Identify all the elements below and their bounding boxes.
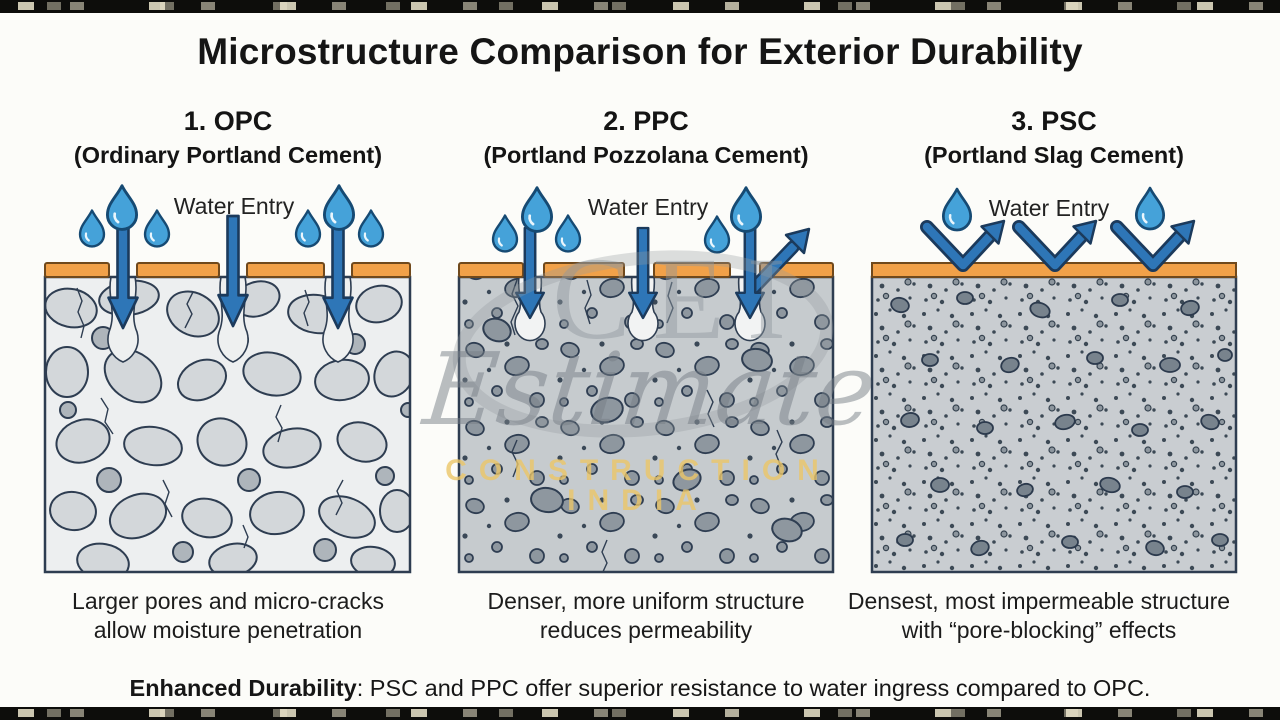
water-entry-label-ppc: Water Entry [587,194,709,220]
surface-layer [44,262,411,278]
water-drop-icon [520,186,554,233]
panel-subtitle: (Portland Pozzolana Cement) [483,141,809,168]
page-title: Microstructure Comparison for Exterior D… [197,31,1083,72]
water-drop-icon [322,184,356,231]
water-drop-icon [357,209,385,248]
panel-header-opc: 1. OPC (Ordinary Portland Cement) [18,105,438,170]
ppc-illustration [457,186,835,574]
water-entry-label-psc: Water Entry [988,195,1110,221]
water-drop-icon [294,209,322,248]
footer-note: Enhanced Durability: PSC and PPC offer s… [0,675,1280,702]
material-texture [459,277,833,572]
water-drop-icon [729,186,763,233]
water-drop-icon [941,187,973,232]
decorative-border-bottom [0,707,1280,720]
caption-line: Larger pores and micro-cracks [72,588,384,614]
water-drop-icon [1134,186,1166,231]
footer-text: : PSC and PPC offer superior resistance … [356,675,1151,701]
material-texture [872,277,1236,572]
water-drop-icon [105,184,139,231]
caption-psc: Densest, most impermeable structure with… [824,587,1254,645]
water-drop-icon [78,209,106,248]
water-drop-icon [143,209,171,248]
caption-line: Denser, more uniform structure [487,588,805,614]
caption-line: with “pore-blocking” effects [901,617,1177,643]
bounce-arrow-icon [1110,219,1196,272]
psc-illustration [870,186,1238,574]
panel-title: 1. OPC [183,106,273,136]
panel-header-ppc: 2. PPC (Portland Pozzolana Cement) [436,105,856,170]
micro-cracks [510,279,783,572]
caption-line: reduces permeability [539,617,753,643]
water-drop-icon [554,214,582,253]
water-drop-icon [703,215,731,254]
water-drop-icon [491,214,519,253]
caption-ppc: Denser, more uniform structure reduces p… [431,587,861,645]
bounce-arrow-icon [1012,219,1098,272]
decorative-border-top [0,0,1280,13]
caption-line: Densest, most impermeable structure [847,588,1231,614]
opc-illustration [43,184,412,574]
bounce-arrow-icon [920,219,1006,272]
micro-cracks [76,287,344,549]
caption-opc: Larger pores and micro-cracks allow mois… [13,587,443,645]
panel-subtitle: (Ordinary Portland Cement) [73,141,383,168]
panel-title: 3. PSC [1011,106,1097,136]
caption-line: allow moisture penetration [93,617,363,643]
panel-subtitle: (Portland Slag Cement) [924,141,1184,168]
deflected-arrow-icon [745,227,811,297]
panel-title: 2. PPC [603,106,689,136]
panel-header-psc: 3. PSC (Portland Slag Cement) [844,105,1264,170]
footer-bold-label: Enhanced Durability [129,675,357,701]
